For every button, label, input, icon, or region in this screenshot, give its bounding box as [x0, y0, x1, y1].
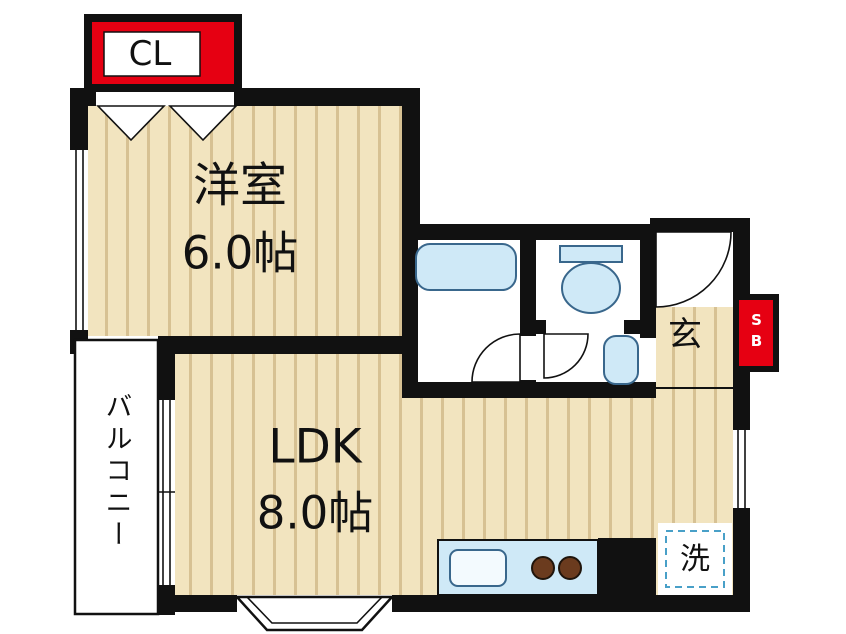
- toilet-door-opening: [546, 320, 624, 334]
- bath-door-swing: [471, 333, 521, 383]
- toilet-bowl-icon: [561, 262, 621, 314]
- stove-burner-icon: [531, 556, 555, 580]
- closet-opening: [96, 88, 234, 106]
- laundry-label: 洗: [680, 542, 710, 577]
- stove-burner-icon: [558, 556, 582, 580]
- bath-door-opening: [520, 336, 536, 380]
- western-room-floor: [88, 106, 402, 336]
- wall-western-right: [402, 88, 420, 240]
- closet-folding-door-icon: [96, 105, 166, 142]
- ldk-name: LDK: [268, 419, 362, 475]
- closet-label: CL: [128, 34, 172, 74]
- balcony-area: [73, 338, 160, 616]
- bathtub-icon: [415, 243, 517, 291]
- entrance-label: 玄: [668, 315, 702, 355]
- western-room-name: 洋室: [193, 158, 287, 214]
- balcony-label: バルコニー: [100, 392, 132, 552]
- wall-western-ldk: [158, 336, 420, 354]
- wall-entrance-top: [650, 218, 750, 232]
- washroom-opening: [640, 338, 656, 382]
- closet-label-bg: [103, 31, 201, 77]
- laundry-dashed-box: [665, 530, 725, 588]
- ldk-floor: [175, 307, 733, 595]
- shoebox-label: SB: [747, 311, 766, 353]
- shoebox: [739, 300, 773, 366]
- bay-window: [234, 595, 395, 632]
- closet-folding-door-icon: [168, 105, 238, 142]
- wall-right: [733, 218, 750, 612]
- wall-kitchen-end: [598, 538, 656, 595]
- entrance-door-swing: [655, 231, 732, 308]
- western-room-size: 6.0帖: [181, 226, 299, 280]
- toilet-door-swing: [543, 333, 589, 379]
- kitchen-sink-icon: [449, 549, 507, 587]
- western-window: [70, 150, 88, 330]
- washbasin-icon: [603, 335, 639, 385]
- right-window: [733, 430, 750, 508]
- toilet-tank-icon: [559, 245, 623, 263]
- ldk-size: 8.0帖: [256, 486, 374, 540]
- bay-window-glass-line: [246, 596, 383, 624]
